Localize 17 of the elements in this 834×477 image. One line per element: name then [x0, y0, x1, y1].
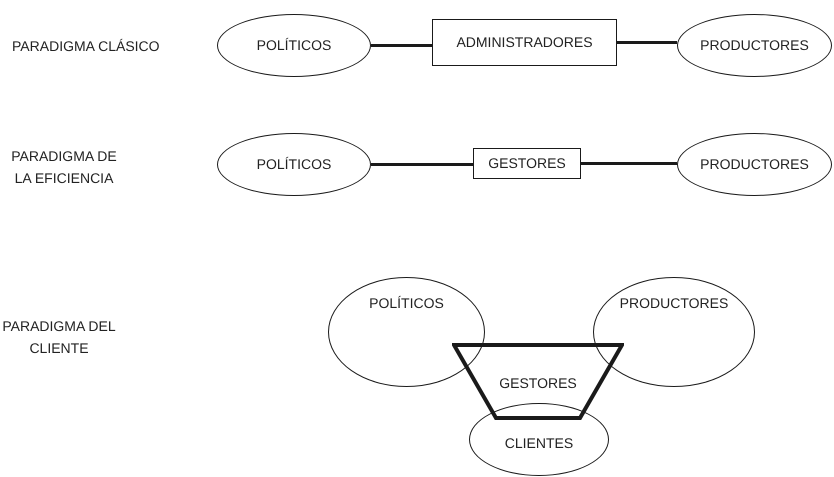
ellipse-node: PRODUCTORES [677, 133, 832, 196]
ellipse-node: CLIENTES [469, 403, 609, 476]
row-label: PARADIGMA DEL CLIENTE [2, 317, 116, 358]
connector-line [581, 162, 677, 165]
ellipse-node: POLÍTICOS [328, 277, 485, 387]
ellipse-node: PRODUCTORES [593, 277, 755, 387]
connector-line [371, 163, 473, 166]
process-box: GESTORES [473, 148, 581, 179]
connector-line [371, 44, 432, 47]
process-box: ADMINISTRADORES [432, 19, 617, 66]
trapezoid-node: GESTORES [452, 343, 624, 420]
ellipse-node: PRODUCTORES [677, 14, 832, 77]
ellipse-node: POLÍTICOS [217, 133, 371, 196]
ellipse-node: POLÍTICOS [217, 14, 371, 77]
row-label: PARADIGMA DE LA EFICIENCIA [10, 147, 118, 188]
row-label: PARADIGMA CLÁSICO [12, 37, 161, 56]
connector-line [617, 41, 677, 44]
